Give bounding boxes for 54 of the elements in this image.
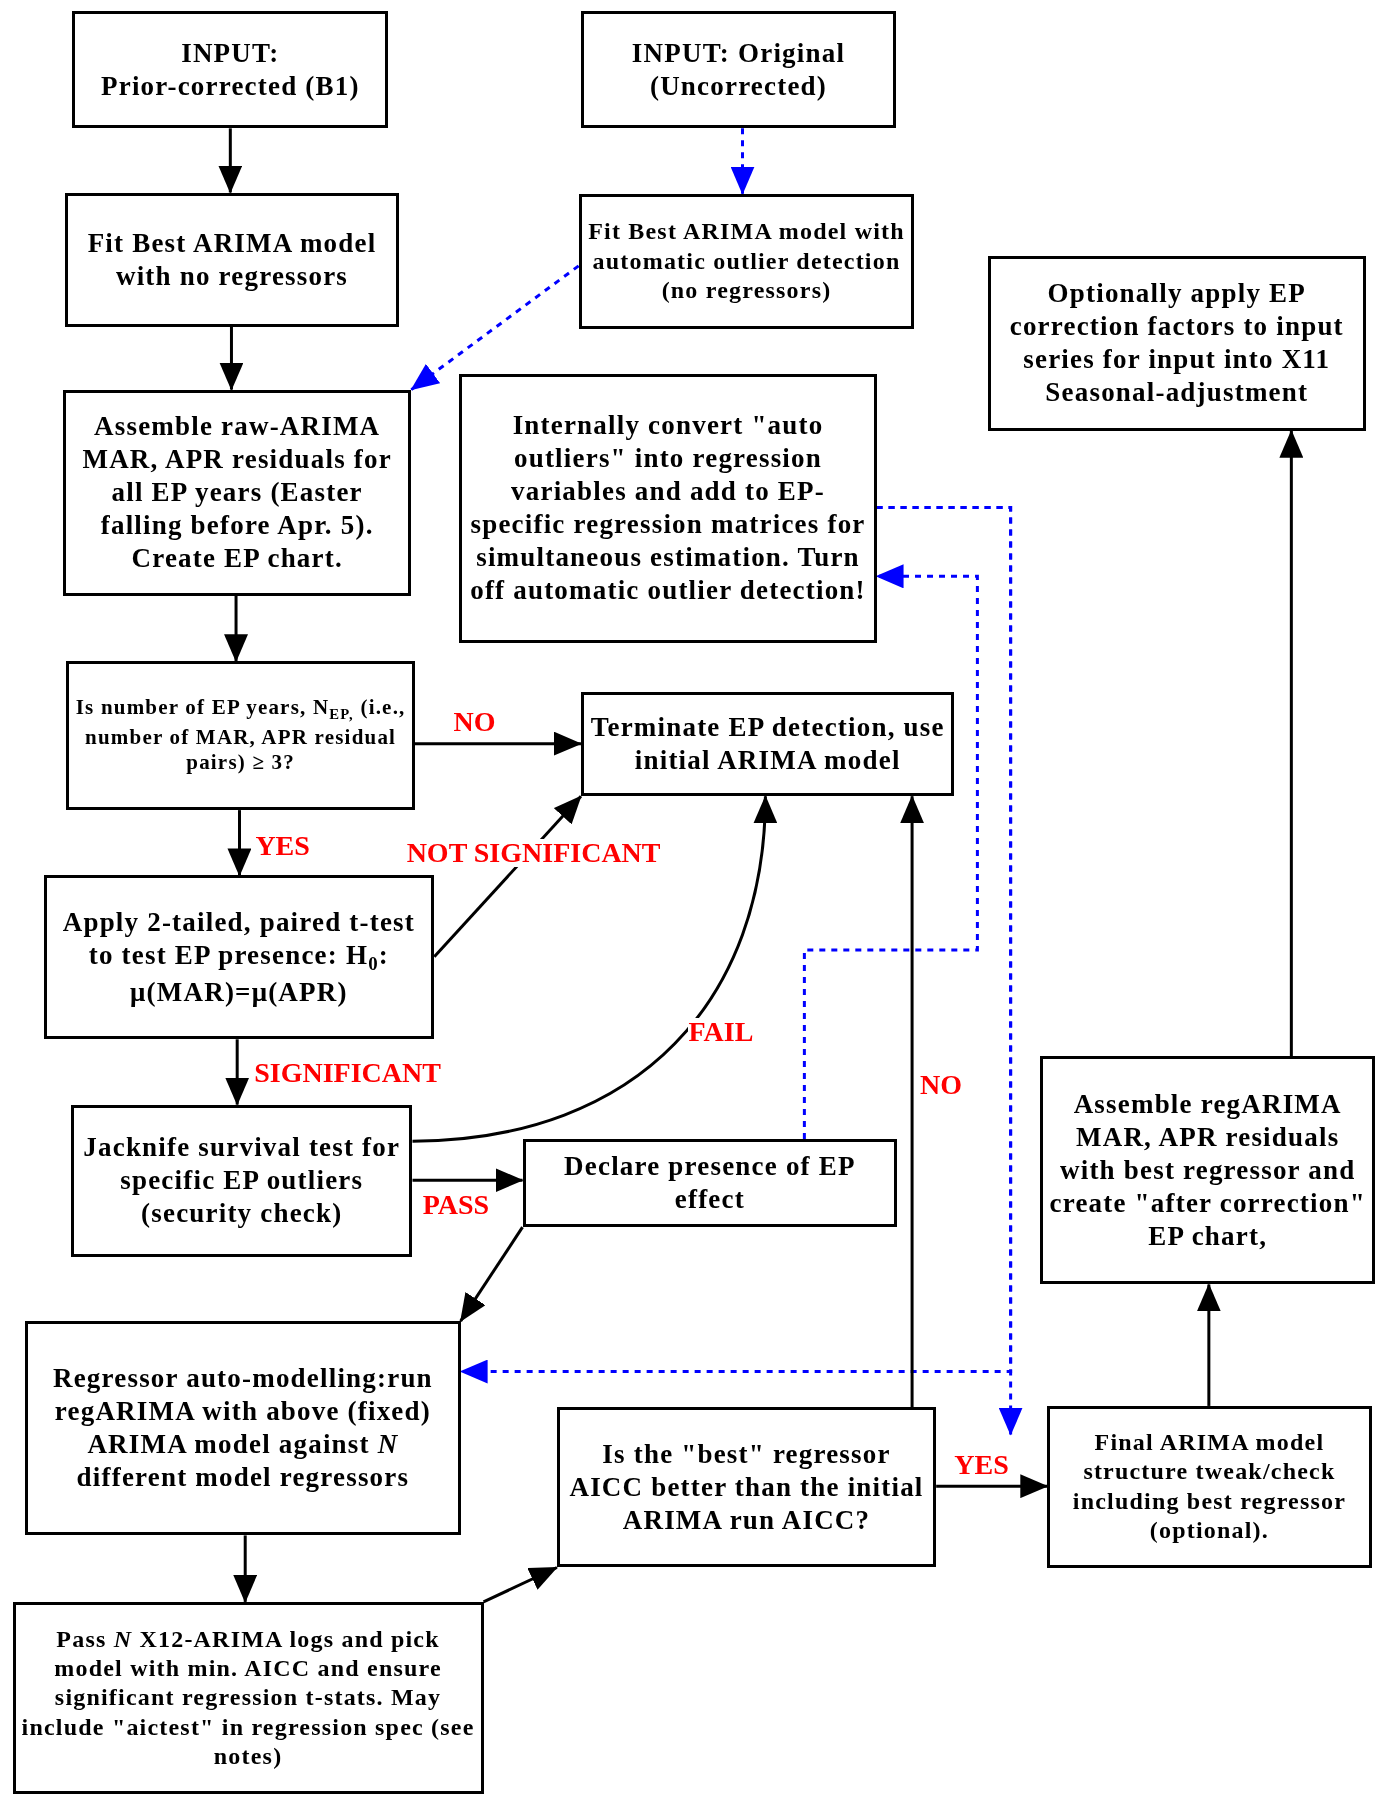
box-text: Internally convert "auto outliers" into regression variables and add to EP-specific regression matrices for simultaneous estimation. Turn off automatic outlier detection! (469, 409, 867, 607)
process-box (25, 1321, 461, 1536)
edge-label: NOT SIGNIFICANT (405, 838, 662, 867)
box-text: Assemble regARIMA MAR, APR residuals with best regressor and create "after correction" EP chart, (1048, 1088, 1367, 1253)
box-text: Final ARIMA model structure tweak/check including best regressor (optional). (1071, 1428, 1348, 1545)
box-text: Apply 2-tailed, paired t-test to test EP presence: H$_{0}$: μ(MAR)=μ(APR) (61, 906, 417, 1009)
process-box (66, 661, 415, 811)
process-box (580, 692, 955, 797)
arrow (802, 564, 979, 1139)
box-text: INPUT: Original (Uncorrected) (630, 36, 847, 103)
box-text: Is number of EP years, N$_{EP,}$ (i.e., number of MAR, APR residual pairs) ≥ 3? (74, 695, 407, 776)
box-text: Fit Best ARIMA model with no regressors (86, 226, 378, 293)
box-text: Prior-corrected (B1) (101, 69, 360, 103)
arrow (227, 810, 252, 877)
box-text: INPUT: (181, 36, 280, 70)
process-box (578, 193, 915, 329)
box-text: Optionally apply EP correction factors to input series for input into X11 Seasonal-adjustment (1008, 277, 1345, 410)
box-text: Assemble raw-ARIMA MAR, APR residuals for all EP years (Easter falling before Apr. 5). Create EP chart. (81, 410, 393, 576)
process-box (12, 1601, 484, 1795)
arrow (936, 1474, 1049, 1499)
arrow (1279, 429, 1304, 1057)
process-box (522, 1138, 898, 1228)
arrow (459, 1226, 524, 1322)
box-text: Fit Best ARIMA model with automatic outlier detection (no regressors) (587, 217, 906, 305)
process-box (580, 11, 897, 129)
arrow (233, 1535, 258, 1603)
arrow (412, 1168, 524, 1193)
arrow (410, 264, 580, 391)
box-text: Declare presence of EP effect (563, 1150, 857, 1216)
process-box (43, 875, 435, 1040)
process-box (65, 192, 399, 327)
box-text: Pass N X12-ARIMA logs and pick model with min. AICC and ensure significant regression t-stats. May include "aictest" in regression spec (see notes) (20, 1624, 476, 1771)
process-box (1047, 1405, 1372, 1568)
process-box (72, 11, 389, 129)
arrow (414, 731, 582, 756)
box-text: Regressor auto-modelling:run regARIMA with above (fixed) ARIMA model against N different model regressors (51, 1362, 434, 1495)
arrow (412, 795, 776, 1143)
arrow (482, 1566, 558, 1604)
process-box (1040, 1056, 1375, 1285)
process-box (987, 255, 1366, 431)
box-text: Terminate EP detection, use initial ARIMA model (589, 711, 946, 778)
arrow (730, 128, 755, 195)
process-box (63, 389, 412, 596)
process-box (459, 373, 877, 643)
box-text: Jacknife survival test for specific EP outliers (security check) (82, 1131, 402, 1231)
process-box (556, 1407, 937, 1568)
arrow (1196, 1283, 1221, 1406)
arrow (224, 595, 249, 663)
box-text: Is the "best" regressor AICC better than the initial ARIMA run AICC? (568, 1437, 925, 1537)
arrow (225, 1039, 250, 1106)
arrow (218, 128, 243, 194)
arrow (219, 326, 244, 391)
process-box (71, 1104, 413, 1257)
arrow (900, 795, 925, 1408)
